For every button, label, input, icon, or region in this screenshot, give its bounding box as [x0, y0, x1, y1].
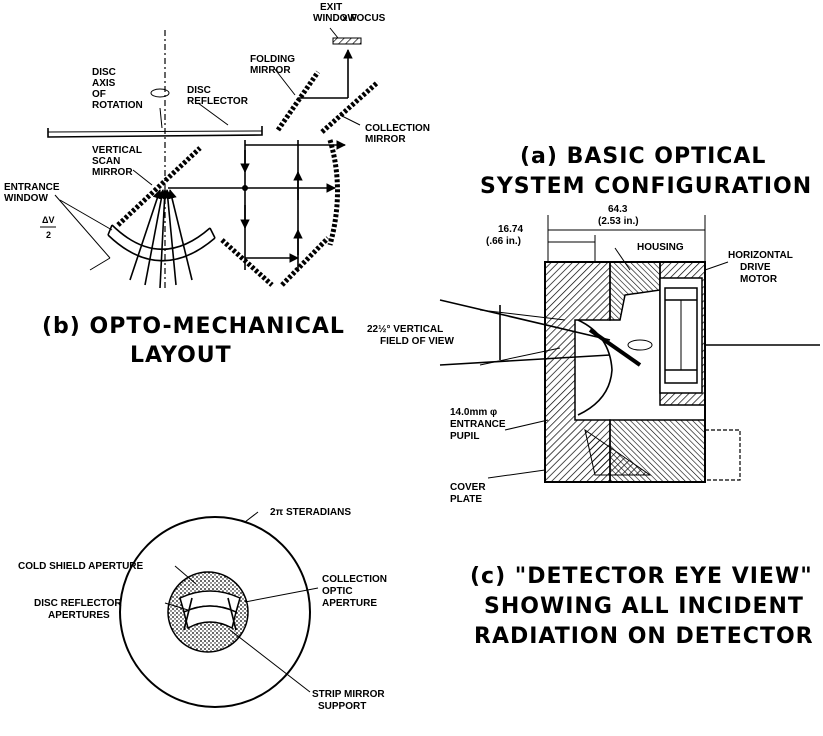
section-view: 64.3 (2.53 in.) 16.74 (.66 in.) HOUSI — [367, 204, 820, 505]
steradians-label: 2π STERADIANS — [270, 507, 351, 518]
focus-label: x FOCUS — [342, 13, 386, 24]
dim-left-value: 16.74 — [498, 224, 523, 235]
entrance-window-label: ENTRANCE — [4, 182, 60, 193]
pupil-label: 14.0mm φ — [450, 407, 497, 418]
svg-text:2: 2 — [46, 230, 51, 240]
caption-a-line2: SYSTEM CONFIGURATION — [480, 174, 812, 199]
caption-c-line3: RADIATION ON DETECTOR — [474, 624, 814, 649]
opto-mechanical-layout: EXIT WINDOW x FOCUS DISC AXIS OF ROTATIO… — [4, 2, 430, 290]
caption-b-line2: LAYOUT — [130, 343, 232, 368]
svg-text:ENTRANCE: ENTRANCE — [450, 419, 506, 430]
svg-text:ROTATION: ROTATION — [92, 100, 143, 111]
motor-label: HORIZONTAL — [728, 250, 793, 261]
caption-a-line1: (a) BASIC OPTICAL — [520, 144, 766, 169]
svg-text:MIRROR: MIRROR — [92, 167, 133, 178]
svg-text:OF: OF — [92, 89, 106, 100]
dim-top-inches: (2.53 in.) — [598, 216, 639, 227]
collection-mirror-shape — [320, 80, 380, 134]
dim-top-value: 64.3 — [608, 204, 628, 215]
hemisphere-circle — [119, 516, 311, 708]
collection-mirror-curve — [327, 139, 340, 246]
housing-label: HOUSING — [637, 242, 684, 253]
svg-text:PLATE: PLATE — [450, 494, 482, 505]
svg-text:MIRROR: MIRROR — [365, 134, 406, 145]
folding-mirror-shape — [275, 70, 321, 132]
disc-reflector-shape — [47, 126, 263, 138]
collection-mirror-label: COLLECTION — [365, 123, 430, 134]
delta-v-label: ΔV — [42, 215, 54, 225]
exit-window-label: EXIT — [320, 2, 342, 13]
caption-c-line2: SHOWING ALL INCIDENT — [484, 594, 804, 619]
svg-text:WINDOW: WINDOW — [4, 193, 48, 204]
svg-text:DRIVE: DRIVE — [740, 262, 771, 273]
svg-text:FIELD OF VIEW: FIELD OF VIEW — [380, 336, 454, 347]
svg-text:SUPPORT: SUPPORT — [318, 701, 366, 712]
dim-left-inches: (.66 in.) — [486, 236, 521, 247]
svg-text:WINDOW: WINDOW — [313, 13, 357, 24]
svg-text:MIRROR: MIRROR — [250, 65, 291, 76]
svg-text:MOTOR: MOTOR — [740, 274, 778, 285]
vertical-scan-mirror-label: VERTICAL — [92, 145, 142, 156]
svg-text:APERTURE: APERTURE — [322, 598, 377, 609]
caption-c-line1: (c) "DETECTOR EYE VIEW" — [470, 564, 813, 589]
detector-eye-view: 2π STERADIANS COLD SHIELD APERTURE DISC … — [18, 507, 387, 712]
svg-text:PUPIL: PUPIL — [450, 431, 479, 442]
disc-apertures-label: DISC REFLECTOR — [34, 598, 122, 609]
folding-mirror-label: FOLDING — [250, 54, 295, 65]
svg-text:SCAN: SCAN — [92, 156, 120, 167]
svg-text:OPTIC: OPTIC — [322, 586, 353, 597]
vertical-scan-mirror-shape — [116, 146, 202, 227]
collection-aperture-label: COLLECTION — [322, 574, 387, 585]
exit-window-shape — [332, 37, 362, 45]
disc-reflector-label: DISC — [187, 85, 211, 96]
svg-text:APERTURES: APERTURES — [48, 610, 110, 621]
fov-label: 22½° VERTICAL — [367, 324, 443, 335]
cold-shield-label: COLD SHIELD APERTURE — [18, 561, 144, 572]
disc-axis-label: DISC — [92, 67, 116, 78]
svg-text:AXIS: AXIS — [92, 78, 116, 89]
svg-text:REFLECTOR: REFLECTOR — [187, 96, 249, 107]
incident-rays — [129, 189, 193, 289]
strip-mirror-label: STRIP MIRROR — [312, 689, 385, 700]
caption-b-line1: (b) OPTO-MECHANICAL — [42, 314, 345, 339]
rotation-arrow-icon — [150, 88, 170, 98]
cover-plate-label: COVER — [450, 482, 486, 493]
